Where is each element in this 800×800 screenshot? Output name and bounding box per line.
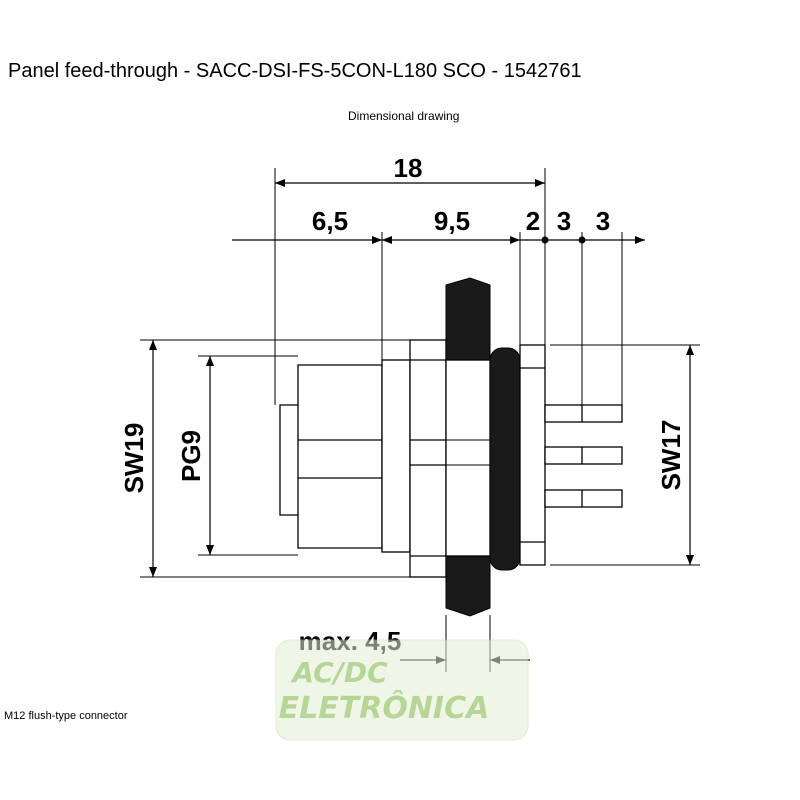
dim-pin1: 3: [557, 206, 571, 236]
dim-flange: 2: [526, 206, 540, 236]
connector-body: [381, 339, 447, 578]
extension-lines: [140, 168, 700, 672]
dim-pin2: 3: [596, 206, 610, 236]
dim-pg9: PG9: [176, 430, 206, 482]
drawing-caption: M12 flush-type connector: [4, 710, 128, 722]
hex-nut: [519, 344, 546, 566]
dim-body: 9,5: [434, 206, 470, 236]
dim-front: 6,5: [312, 206, 348, 236]
page-title: Panel feed-through - SACC-DSI-FS-5CON-L1…: [8, 60, 582, 82]
drawing-subtitle: Dimensional drawing: [348, 109, 460, 123]
panel-lower: [445, 555, 491, 617]
dim-sw17: SW17: [656, 420, 686, 491]
gasket: [489, 347, 521, 571]
dim-dot-2: [578, 236, 586, 244]
contact-pins: [544, 404, 623, 508]
panel-thread: [445, 359, 491, 557]
connector-front: [279, 364, 383, 549]
watermark-line2: ELETRÔNICA: [279, 689, 490, 726]
dim-sw19: SW19: [119, 423, 149, 494]
watermark-logo: AC/DC ELETRÔNICA: [275, 639, 529, 741]
dim-overall: 18: [394, 153, 423, 183]
dim-dot-1: [541, 236, 549, 244]
watermark-line1: AC/DC: [290, 656, 388, 689]
panel-upper: [445, 277, 491, 361]
dimension-lines: [149, 179, 694, 664]
